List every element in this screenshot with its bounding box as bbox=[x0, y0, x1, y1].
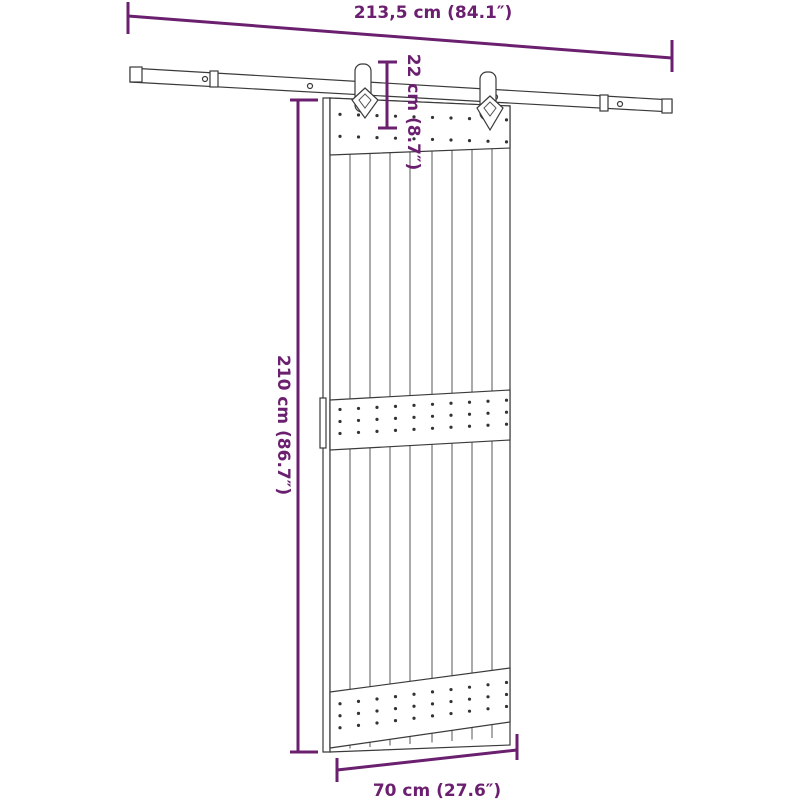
screw-dot bbox=[467, 697, 472, 701]
screw-dot bbox=[338, 112, 342, 116]
dimension-total-width: 213,5 cm (84.1″) bbox=[126, 2, 674, 72]
screw-dot bbox=[467, 685, 472, 689]
screw-dot bbox=[504, 140, 509, 144]
screw-dot bbox=[504, 410, 509, 414]
screw-dot bbox=[467, 139, 472, 143]
screw-dot bbox=[504, 398, 509, 402]
screw-dot bbox=[356, 113, 361, 117]
screw-dot bbox=[412, 704, 416, 708]
screw-dot bbox=[412, 716, 416, 720]
hanger-left bbox=[351, 63, 379, 120]
screw-dot bbox=[338, 714, 342, 718]
screw-dot bbox=[467, 709, 472, 713]
screw-dot bbox=[486, 707, 490, 711]
screw-dot bbox=[430, 115, 435, 120]
screw-dot bbox=[375, 429, 379, 433]
screw-dot bbox=[356, 418, 361, 423]
top-rail bbox=[329, 97, 511, 156]
screw-dot bbox=[430, 426, 435, 430]
screw-dot bbox=[504, 422, 509, 426]
screw-dot bbox=[467, 412, 472, 416]
screw-dot bbox=[375, 709, 379, 713]
screw-dot bbox=[393, 719, 398, 723]
screw-dot bbox=[486, 695, 490, 699]
total-width-label: 213,5 cm (84.1″) bbox=[354, 3, 512, 23]
screw-dot bbox=[449, 138, 453, 142]
screw-dot bbox=[430, 690, 435, 694]
screw-dot bbox=[504, 704, 509, 709]
screw-dot bbox=[356, 430, 361, 435]
screw-dot bbox=[393, 114, 398, 118]
screw-dot bbox=[430, 137, 435, 142]
screw-dot bbox=[486, 139, 490, 143]
screw-dot bbox=[449, 687, 453, 692]
screw-dot bbox=[356, 699, 361, 703]
hanger-right bbox=[476, 71, 504, 132]
screw-dot bbox=[504, 118, 509, 122]
screw-dot bbox=[449, 116, 453, 120]
screw-dot bbox=[486, 423, 490, 427]
screw-dot bbox=[412, 415, 416, 419]
screw-dot bbox=[356, 406, 361, 411]
bottom-rail bbox=[329, 667, 511, 749]
screw-dot bbox=[430, 414, 435, 418]
screw-dot bbox=[467, 400, 472, 404]
screw-dot bbox=[449, 413, 453, 417]
screw-dot bbox=[449, 699, 453, 704]
screw-dot bbox=[467, 424, 472, 428]
screw-dot bbox=[430, 402, 435, 406]
screw-dot bbox=[449, 711, 453, 716]
screw-dot bbox=[338, 407, 342, 412]
screw-dot bbox=[393, 428, 398, 432]
screw-dot bbox=[412, 692, 416, 696]
screw-dot bbox=[393, 707, 398, 711]
screw-dots bbox=[338, 112, 509, 730]
screw-dot bbox=[338, 419, 342, 424]
screw-dot bbox=[375, 721, 379, 725]
screw-dot bbox=[449, 425, 453, 429]
screw-dot bbox=[393, 136, 398, 140]
screw-dot bbox=[356, 711, 361, 715]
screw-dot bbox=[375, 697, 379, 701]
screw-dot bbox=[486, 411, 490, 415]
screw-dot bbox=[338, 431, 342, 436]
screw-dot bbox=[486, 399, 490, 403]
screw-dot bbox=[393, 695, 398, 699]
screw-dot bbox=[486, 683, 490, 687]
screw-dot bbox=[375, 135, 379, 140]
screw-dot bbox=[393, 404, 398, 408]
screw-dot bbox=[375, 113, 379, 118]
screw-dot bbox=[467, 117, 472, 121]
screw-dot bbox=[412, 137, 416, 141]
screw-dot bbox=[375, 417, 379, 421]
screw-dot bbox=[412, 427, 416, 431]
door bbox=[319, 97, 511, 753]
screw-dot bbox=[356, 723, 361, 727]
screw-dot bbox=[504, 692, 509, 697]
screw-dot bbox=[504, 680, 509, 685]
screw-dot bbox=[338, 134, 342, 138]
door-height-label: 210 cm (86.7″) bbox=[273, 355, 293, 495]
screw-dot bbox=[412, 115, 416, 119]
dimension-hanger-height: 22 cm (8.7″) bbox=[378, 54, 423, 171]
screw-dot bbox=[356, 135, 361, 139]
screw-dot bbox=[338, 702, 342, 706]
screw-dot bbox=[412, 403, 416, 407]
screw-dot bbox=[338, 726, 342, 730]
hanger-height-label: 22 cm (8.7″) bbox=[403, 54, 423, 171]
screw-dot bbox=[375, 405, 379, 409]
door-width-label: 70 cm (27.6″) bbox=[373, 781, 501, 800]
dimension-door-height: 210 cm (86.7″) bbox=[273, 98, 318, 754]
screw-dot bbox=[430, 714, 435, 718]
screw-dot bbox=[430, 702, 435, 706]
dimension-door-width: 70 cm (27.6″) bbox=[335, 734, 519, 800]
screw-dot bbox=[449, 401, 453, 405]
middle-rail bbox=[329, 389, 511, 451]
screw-dot bbox=[393, 416, 398, 420]
